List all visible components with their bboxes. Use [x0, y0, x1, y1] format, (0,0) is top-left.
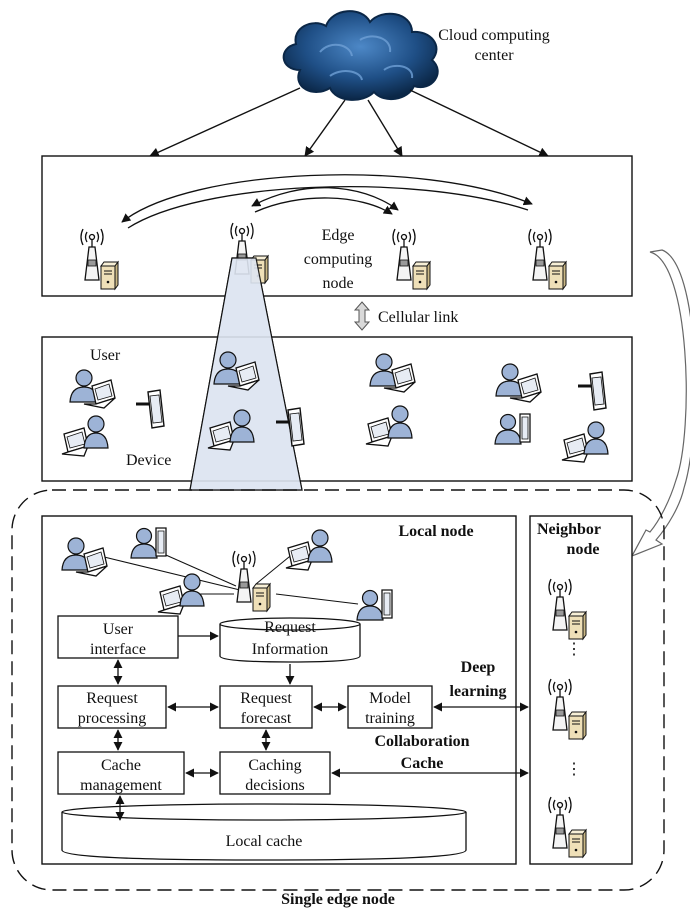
user-with-laptop-icon	[561, 421, 609, 463]
local-cache-label: Local cache	[226, 833, 303, 850]
user-interface-label-line1: User	[103, 621, 134, 638]
request-processing-label-line1: Request	[86, 690, 138, 707]
device-label: Device	[126, 452, 171, 469]
request-information-db: Request Information	[219, 617, 361, 663]
flow-arrows	[113, 631, 529, 821]
edge-interconnect-arrows	[121, 174, 533, 229]
caching-decisions-label-line1: Caching	[248, 757, 301, 774]
neighbor-node-label-line2: node	[567, 541, 600, 558]
zoom-in-arrow-icon	[630, 249, 690, 558]
cache-management-box: Cache management	[57, 751, 185, 795]
cellular-link-icon	[353, 301, 371, 331]
request-information-label-line1: Request	[264, 619, 316, 636]
local-node-label: Local node	[398, 523, 473, 540]
cloud-icon	[282, 10, 439, 101]
cellular-link-label: Cellular link	[378, 309, 458, 326]
user-label: User	[90, 347, 121, 364]
ellipsis-1: ⋮	[566, 641, 582, 658]
deep-learning-label-line1: Deep	[461, 659, 496, 676]
model-training-label-line1: Model	[369, 690, 411, 707]
cloud-edge-arrows	[149, 87, 549, 157]
request-processing-box: Request processing	[57, 685, 167, 729]
user-interface-box: User interface	[57, 615, 179, 659]
user-interface-label-line2: interface	[90, 641, 146, 658]
request-forecast-box: Request forecast	[219, 685, 313, 729]
model-training-label-line2: training	[365, 710, 415, 727]
user-with-laptop-icon	[369, 353, 416, 393]
request-processing-label-line2: processing	[78, 710, 146, 727]
user-with-tablet-icon	[494, 413, 531, 445]
cache-management-label-line2: management	[80, 777, 162, 794]
user-with-laptop-icon	[495, 363, 542, 403]
caching-decisions-label-line2: decisions	[245, 777, 305, 794]
model-training-box: Model training	[347, 685, 433, 729]
user-with-laptop-icon	[365, 405, 413, 447]
user-with-laptop-icon	[69, 369, 116, 409]
collaboration-cache-label-line2: Cache	[401, 755, 444, 772]
cloud-label-line2: center	[474, 47, 514, 64]
request-information-label-line2: Information	[252, 641, 328, 658]
cloud-label-line1: Cloud computing	[438, 27, 550, 44]
neighbor-node-box	[529, 515, 633, 865]
deep-learning-label-line2: learning	[450, 683, 507, 700]
local-cache-db: Local cache	[61, 803, 467, 861]
request-forecast-label-line1: Request	[240, 690, 292, 707]
edge-label-line2: computing	[304, 251, 372, 268]
user-with-laptop-icon	[61, 415, 109, 457]
cache-management-label-line1: Cache	[101, 757, 141, 774]
collaboration-cache-label-line1: Collaboration	[374, 733, 469, 750]
mobile-device-icon	[576, 370, 608, 412]
edge-label-line1: Edge	[322, 227, 355, 244]
user-layer-box	[41, 336, 633, 482]
edge-label-line3: node	[322, 275, 353, 292]
request-forecast-label-line2: forecast	[241, 710, 292, 727]
single-edge-node-boundary	[11, 489, 665, 891]
ellipsis-2: ⋮	[566, 761, 582, 778]
neighbor-node-label-line1: Neighbor	[537, 521, 601, 538]
mobile-device-icon	[134, 388, 166, 430]
single-edge-node-label: Single edge node	[281, 891, 395, 908]
caching-decisions-box: Caching decisions	[219, 751, 331, 795]
